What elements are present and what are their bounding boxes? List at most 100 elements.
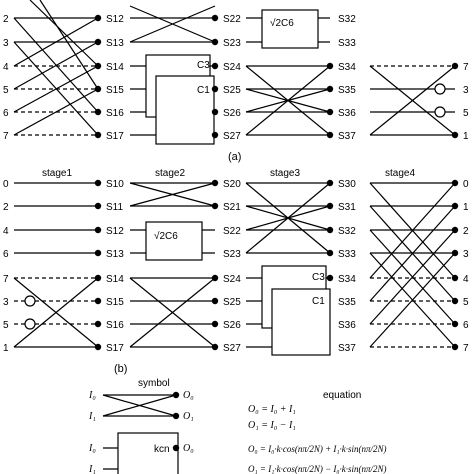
- legend-kcn-label: kcn: [154, 444, 170, 455]
- fig-b-s2-label: S27: [223, 343, 241, 354]
- fig-a-sqrt-label: √2C6: [270, 17, 294, 29]
- fig-b-s2-label: S24: [223, 274, 241, 285]
- fig-b-c1-box: [271, 288, 331, 356]
- fig-b-cross: [129, 277, 216, 348]
- fig-a-s1-label: S15: [106, 85, 124, 96]
- fig-b-s3-label: S35: [338, 297, 356, 308]
- fig-b-s2-label: S20: [223, 179, 241, 190]
- fig-a-cross: [39, 0, 99, 90]
- fig-a-s2-label: S27: [223, 131, 241, 142]
- fig-a-output-label: 5: [463, 108, 469, 119]
- fig-a-ring: [434, 106, 446, 118]
- fig-b-cross: [369, 229, 456, 325]
- fig-b-output-label: 2: [463, 226, 469, 237]
- fig-b-dot: [211, 297, 219, 305]
- fig-b-dot: [326, 179, 334, 187]
- fig-a-line: [369, 65, 456, 136]
- legend-o1: O₁: [183, 411, 194, 422]
- fig-a-sqrt-box: [261, 9, 319, 49]
- fig-b-dot: [94, 249, 102, 257]
- fig-a-cross: [13, 65, 99, 113]
- fig-a-cross: [29, 0, 99, 67]
- legend-dot: [172, 391, 180, 399]
- legend-dot: [172, 444, 180, 452]
- fig-b-dot: [451, 202, 459, 210]
- legend: symbol equation I₀ I₁ O₀ O₁ I₀ I₁ kcn O₀…: [88, 378, 387, 474]
- legend-eq4: O₁ = I₁·k·cos(nπ/2N) − I₀·k·sin(nπ/2N): [248, 464, 387, 474]
- fig-a-input-label: 3: [3, 38, 9, 49]
- fig-b-s2-label: S26: [223, 320, 241, 331]
- fig-b-s2-label: S21: [223, 202, 241, 213]
- fig-b-dot: [451, 274, 459, 282]
- fig-b-s1-label: S16: [106, 320, 124, 331]
- fig-a-s1-label: S16: [106, 108, 124, 119]
- fig-a-cross: [13, 41, 99, 90]
- fig-b-dot: [94, 179, 102, 187]
- fig-a-dot: [211, 38, 219, 46]
- fig-a-cross: [13, 88, 99, 136]
- fig-a-dot: [326, 108, 334, 116]
- fig-b-cross: [369, 182, 456, 279]
- fig-b-stage-title: stage4: [385, 168, 415, 179]
- fig-b-dot: [326, 202, 334, 210]
- fig-b-dot: [451, 320, 459, 328]
- fig-a-dot: [451, 62, 459, 70]
- fig-a-input-label: 4: [3, 62, 9, 73]
- fig-b-c3-label: C3: [312, 272, 325, 283]
- fig-a-dot: [94, 131, 102, 139]
- fig-a-line: [129, 5, 216, 43]
- fig-a-s2-label: S25: [223, 85, 241, 96]
- legend-kcn-i1: I₁: [88, 464, 96, 474]
- fig-a-dot: [211, 62, 219, 70]
- fig-b-output-label: 4: [463, 274, 469, 285]
- fig-a-dot: [94, 38, 102, 46]
- fig-a-s3-label: S33: [338, 38, 356, 49]
- fig-b-sqrt-box: [145, 221, 203, 261]
- legend-eq2: O₁ = I₀ − I₁: [248, 420, 296, 431]
- fig-b-dot: [211, 179, 219, 187]
- fig-b-output-label: 0: [463, 179, 469, 190]
- fig-a-output-label: 1: [463, 131, 469, 142]
- fig-b-stage-title: stage3: [270, 168, 300, 179]
- fig-b-dot: [211, 343, 219, 351]
- fig-a-line: [245, 65, 331, 136]
- fig-a-s3-label: S32: [338, 14, 356, 25]
- figure-a: C3 C1 √2C6: [3, 0, 469, 163]
- legend-o0: O₀: [183, 390, 194, 401]
- fig-b-input-label: 0: [3, 179, 9, 190]
- fig-a-dot: [326, 131, 334, 139]
- fig-a-dot: [326, 85, 334, 93]
- fig-a-dot: [94, 85, 102, 93]
- fig-b-s3-label: S31: [338, 202, 356, 213]
- fig-a-s2-label: S23: [223, 38, 241, 49]
- fig-a-c3-label: C3: [197, 60, 210, 71]
- fig-a-output-label: 7: [463, 62, 469, 73]
- fig-b-dot: [211, 274, 219, 282]
- legend-kcn-i0: I₀: [88, 443, 96, 454]
- fig-b-dot: [94, 297, 102, 305]
- fig-a-input-label: 7: [3, 131, 9, 142]
- fig-b-s3-label: S36: [338, 320, 356, 331]
- fig-b-s1-label: S14: [106, 274, 124, 285]
- fig-b-s3-label: S34: [338, 274, 356, 285]
- fig-b-input-label: 6: [3, 249, 9, 260]
- legend-eq3: O₀ = I₀·k·cos(nπ/2N) + I₁·k·sin(nπ/2N): [248, 444, 387, 454]
- legend-line: [102, 394, 177, 417]
- fig-a-dot: [94, 108, 102, 116]
- fig-b-s3-label: S30: [338, 179, 356, 190]
- fig-b-s3-label: S32: [338, 226, 356, 237]
- fig-a-input-label: 6: [3, 108, 9, 119]
- fig-b-dot: [451, 297, 459, 305]
- fig-a-s1-label: S13: [106, 38, 124, 49]
- fig-b-stage-title: stage1: [42, 168, 72, 179]
- legend-equation-title: equation: [323, 390, 361, 401]
- fig-b-s1-label: S12: [106, 226, 124, 237]
- fig-b-cross: [369, 252, 456, 348]
- fig-b-s1-label: S11: [106, 202, 123, 213]
- fig-b-dots: [94, 179, 459, 351]
- fig-b-cross: [13, 277, 99, 348]
- figure-b: stage1 stage2 stage3 stage4 √2C6: [3, 168, 469, 375]
- legend-dot: [172, 412, 180, 420]
- fig-b-c1-label: C1: [312, 296, 325, 307]
